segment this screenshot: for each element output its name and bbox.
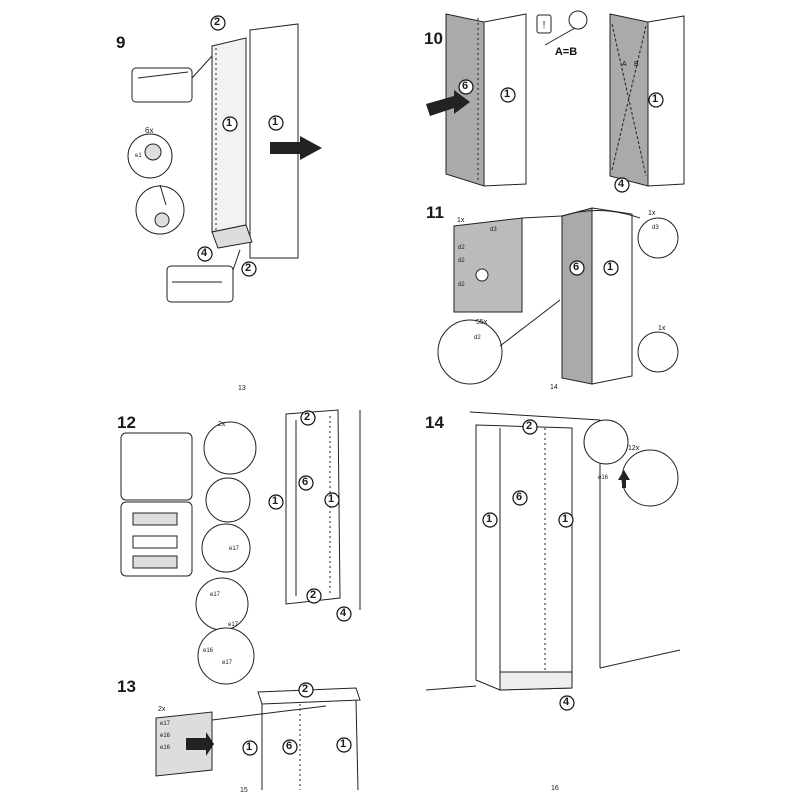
part-label: 2 [245,262,252,274]
step-number-10: 10 [424,29,443,48]
step-12-labels: 2x [218,410,352,622]
qty-2x-label: 2x [218,421,226,428]
step-10-illustration: ! [426,10,685,187]
part-tag: e16 [160,733,171,739]
qty-12x-label: 12x [628,445,640,452]
part-label: 2 [304,411,311,423]
part-tag: e17 [160,721,171,727]
part-tag: e16 [203,648,214,654]
part-label: 4 [618,178,625,190]
step-number-13: 13 [117,677,136,696]
qty-6x-label: 6x [145,126,154,135]
step-12-illustration [120,409,361,685]
part-tag: e1 [135,153,142,159]
part-label: 1 [272,495,279,507]
part-label: 1 [328,493,335,505]
part-label: 2 [214,16,221,28]
part-tag: d2 [474,335,481,341]
page-number-13: 13 [238,385,246,392]
push-arrow-icon [186,732,214,756]
part-label: 6 [286,740,293,752]
part-label: 2 [526,420,533,432]
part-label: 6 [573,261,580,273]
part-tag: d3 [652,225,659,231]
part-label: 4 [201,247,208,259]
part-tag: d2 [458,282,465,288]
qty-1x-label-bottom: 1x [658,325,666,332]
part-tag: e16 [160,745,171,751]
part-tag: d2 [458,258,465,264]
part-label: 1 [340,738,347,750]
svg-text:!: ! [543,20,546,31]
page-number-15: 15 [240,787,248,794]
qty-1x-label: 1x [457,217,465,224]
part-label: 4 [563,696,570,708]
part-tag: e16 [598,475,609,481]
step-13-labels: 2x [158,682,352,756]
step-10-labels: A=B A B [458,46,664,193]
part-label: 1 [486,513,493,525]
step-number-14: 14 [425,413,444,432]
part-tag: e17 [228,622,239,628]
part-label: 2 [302,683,309,695]
push-arrow-icon [426,90,470,116]
step-14-illustration [425,411,681,691]
step-9-illustration [127,23,322,303]
side-label-a: A [622,61,627,68]
part-label: 6 [462,80,469,92]
measure-equal-label: A=B [555,46,577,58]
push-arrow-icon [270,136,322,160]
part-label: 6 [302,476,309,488]
part-label: 1 [246,741,253,753]
step-number-9: 9 [116,33,126,52]
page-number-16: 16 [551,785,559,792]
part-label: 2 [310,589,317,601]
qty-1x-label-right: 1x [648,210,656,217]
step-11-illustration [437,207,679,385]
part-tag: e17 [210,592,221,598]
qty-2x-label-13: 2x [158,706,166,713]
step-number-12: 12 [117,413,136,432]
page-number-14: 14 [550,384,558,391]
step-14-labels: 12x [482,419,640,711]
part-label: 1 [562,513,569,525]
part-tag: d3 [490,227,497,233]
part-label: 1 [272,116,279,128]
qty-55x-label: 55x [476,319,488,326]
step-13-illustration [155,687,361,791]
up-arrow-icon [618,470,630,488]
part-label: 1 [226,117,233,129]
side-label-b: B [634,61,639,68]
part-label: 1 [504,88,511,100]
part-label: 4 [340,607,347,619]
step-number-11: 11 [426,203,444,222]
part-label: 6 [516,491,523,503]
part-tag: d2 [458,245,465,251]
part-label: 1 [607,261,614,273]
part-tag: e17 [222,660,233,666]
step-11-labels: 1x 55x 1x 1x [457,210,666,332]
part-label: 1 [652,93,659,105]
part-tag: e17 [229,546,240,552]
